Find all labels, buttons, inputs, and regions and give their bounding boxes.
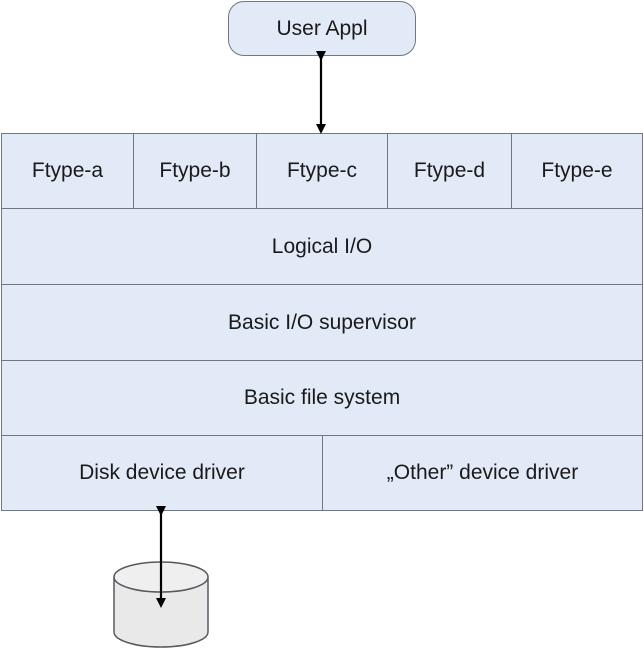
ftype-a-label: Ftype-a bbox=[31, 159, 104, 182]
user-appl-label: User Appl bbox=[276, 16, 368, 40]
ftype-d-box: Ftype-d bbox=[387, 133, 512, 209]
ftype-c-label: Ftype-c bbox=[286, 159, 357, 182]
basic-file-system-layer: Basic file system bbox=[1, 360, 643, 436]
ftype-b-label: Ftype-b bbox=[159, 159, 231, 182]
ftype-e-box: Ftype-e bbox=[511, 133, 643, 209]
disk-device-driver-label: Disk device driver bbox=[79, 461, 245, 484]
basic-file-system-label: Basic file system bbox=[243, 386, 401, 409]
user-appl-box: User Appl bbox=[228, 1, 416, 56]
other-device-driver-label: „Other” device driver bbox=[386, 461, 579, 484]
ftype-e-label: Ftype-e bbox=[541, 159, 613, 182]
ftype-a-box: Ftype-a bbox=[1, 133, 134, 209]
ftype-d-label: Ftype-d bbox=[413, 159, 486, 182]
logical-io-layer: Logical I/O bbox=[1, 208, 643, 285]
basic-io-supervisor-layer: Basic I/O supervisor bbox=[1, 284, 643, 361]
basic-io-supervisor-label: Basic I/O supervisor bbox=[228, 310, 416, 334]
disk-device-driver-box: Disk device driver bbox=[1, 435, 323, 511]
ftype-b-box: Ftype-b bbox=[133, 133, 257, 209]
logical-io-label: Logical I/O bbox=[271, 234, 373, 258]
other-device-driver-box: „Other” device driver bbox=[322, 435, 643, 511]
